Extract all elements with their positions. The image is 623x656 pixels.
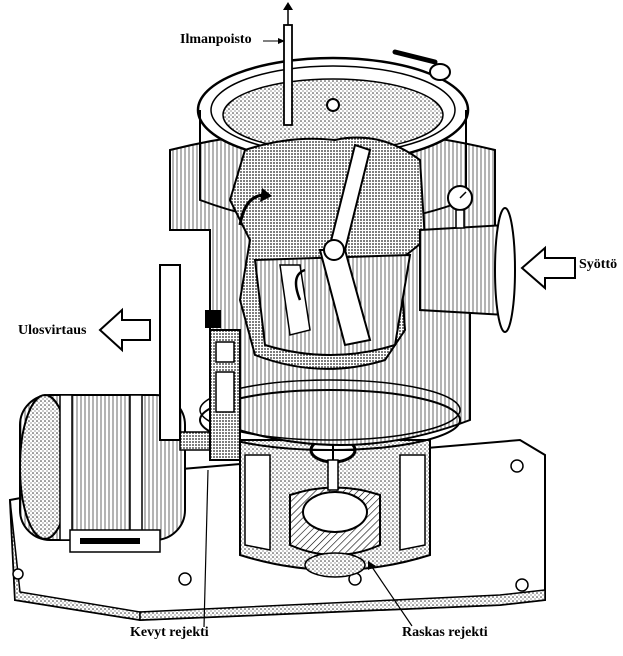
outflow-pipe (159, 264, 181, 441)
feed-label: Syöttö (579, 257, 618, 272)
outflow-label: Ulosvirtaus (18, 323, 87, 338)
air-vent-pipe (263, 2, 293, 126)
heavy-reject-label: Raskas rejekti (402, 625, 488, 640)
air-vent-arrow-icon (283, 2, 293, 10)
bolt-hole (12, 568, 24, 580)
rotor-foil (279, 264, 311, 336)
air-vent-label: Ilmanpoisto (180, 32, 252, 47)
light-reject-assembly (205, 310, 241, 461)
light-reject-leader (203, 469, 209, 628)
bolt-hole (510, 459, 524, 473)
lower-housing (239, 439, 431, 578)
outflow-arrow-icon (98, 307, 151, 353)
electric-motor (19, 394, 221, 553)
heavy-reject-leader (371, 566, 413, 627)
lid-clamp-handle (392, 49, 438, 65)
feed-arrow-icon (520, 245, 576, 291)
upper-chamber (196, 49, 470, 370)
bolt-hole (178, 572, 192, 586)
feed-inlet-pipe (419, 185, 516, 333)
light-reject-label: Kevyt rejekti (130, 625, 209, 640)
bolt-hole (515, 578, 529, 592)
